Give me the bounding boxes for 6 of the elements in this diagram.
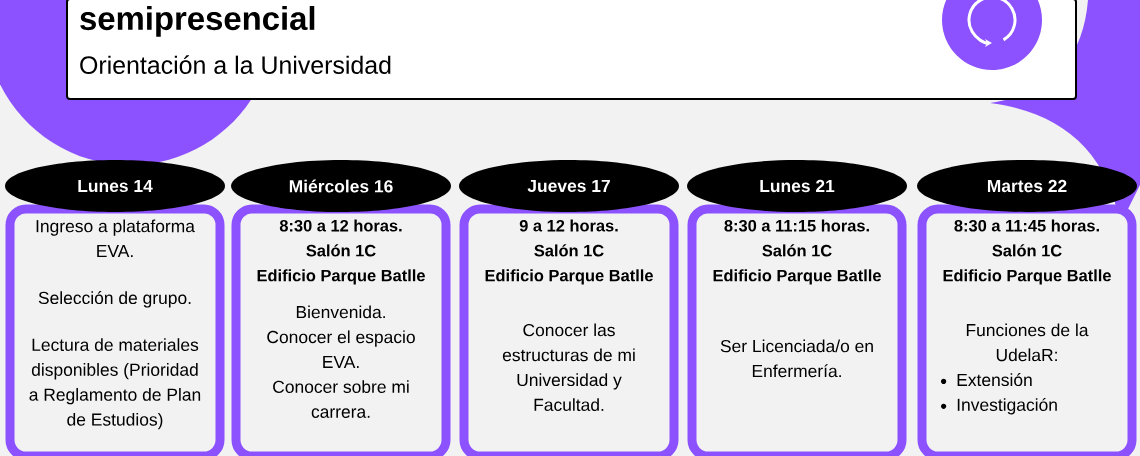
content-box: 8:30 a 11:45 horas. Salón 1C Edificio Parque Batlle Funciones de la UdelaR: Extensión Investigación: [917, 204, 1137, 456]
content-box: Ingreso a plataforma EVA. Selección de grupo. Lectura de materiales disponibles (Prioridad a Reglamento de Plan de Estudios): [5, 204, 225, 456]
content-box: 8:30 a 12 horas. Salón 1C Edificio Parque Batlle Bienvenida. Conocer el espacio EVA. Conocer sobre mi carrera.: [231, 204, 451, 456]
content-box: 9 a 12 horas. Salón 1C Edificio Parque Batlle Conocer las estructuras de mi Universidad y Facultad.: [459, 204, 679, 456]
content-box: 8:30 a 11:15 horas. Salón 1C Edificio Parque Batlle Ser Licenciada/o en Enfermería.: [687, 204, 907, 456]
title-box: semipresencial Orientación a la Universidad: [66, 0, 1077, 100]
